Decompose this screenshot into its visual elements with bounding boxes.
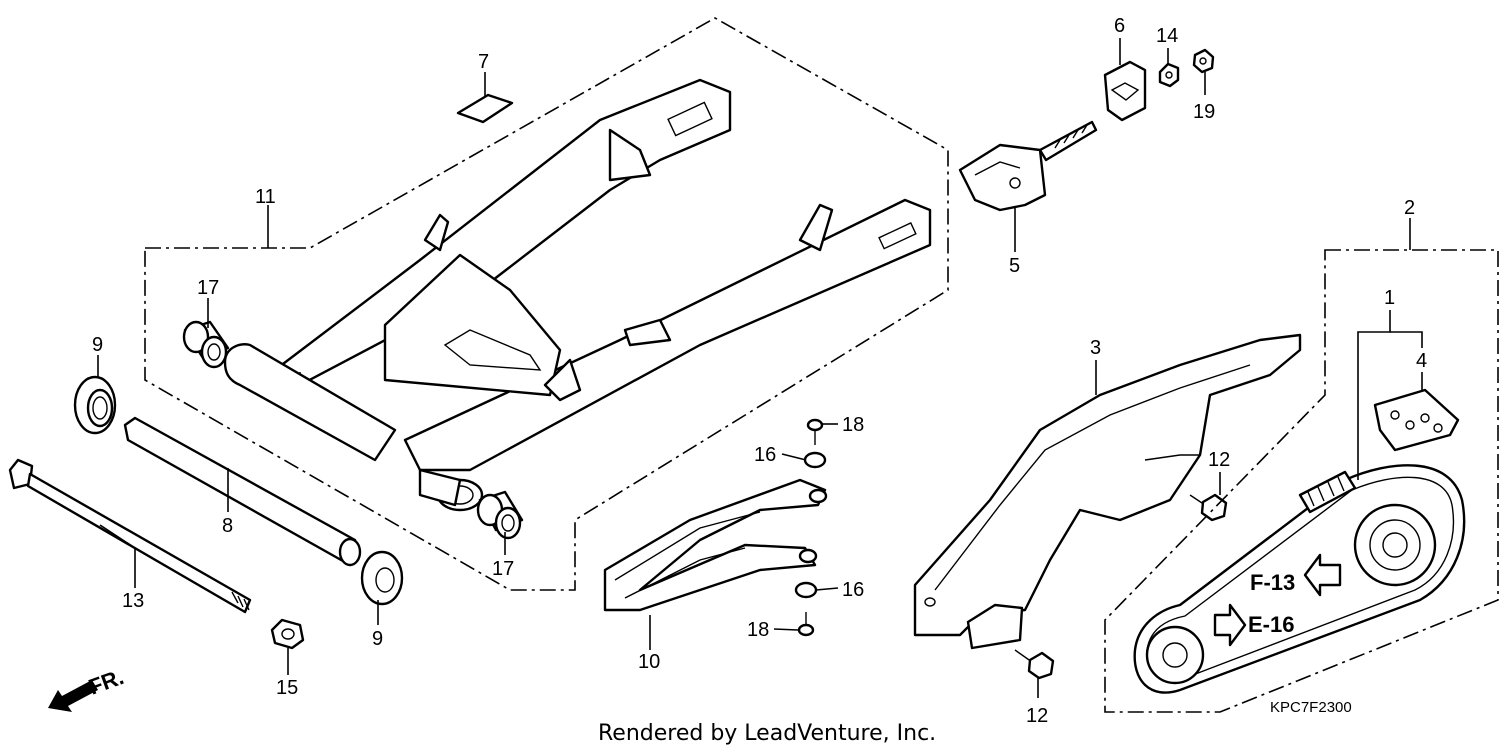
callout-9-right[interactable]: 9 [372, 628, 383, 650]
flange-bolt-lower[interactable] [1014, 649, 1055, 680]
callout-14[interactable]: 14 [1156, 25, 1178, 47]
callout-2[interactable]: 2 [1404, 197, 1415, 219]
flange-nut-15[interactable] [270, 618, 305, 650]
collar-upper[interactable] [803, 451, 827, 469]
ref-e16[interactable]: E-16 [1248, 612, 1294, 637]
swingarm[interactable] [223, 78, 932, 512]
ref-f13[interactable]: F-13 [1250, 570, 1295, 595]
callout-11[interactable]: 11 [255, 186, 276, 208]
tapping-screw-upper[interactable] [806, 418, 824, 445]
callout-19[interactable]: 19 [1193, 101, 1215, 123]
callout-1[interactable]: 1 [1384, 287, 1395, 309]
master-link[interactable] [1373, 388, 1460, 452]
flange-bolt-upper[interactable] [1189, 493, 1228, 522]
callout-16-upper[interactable]: 16 [754, 444, 776, 466]
callout-3[interactable]: 3 [1090, 337, 1101, 359]
label-sticker[interactable] [456, 93, 514, 124]
arrow-f13-icon [1303, 553, 1342, 597]
callout-12-upper[interactable]: 12 [1208, 449, 1230, 471]
nut-19[interactable] [1192, 48, 1215, 74]
callout-7[interactable]: 7 [478, 51, 489, 73]
front-arrow-icon [48, 680, 98, 712]
callout-10[interactable]: 10 [638, 651, 660, 673]
rear-sprocket [1353, 503, 1437, 587]
callout-8[interactable]: 8 [222, 515, 233, 537]
dust-seal-right[interactable] [360, 550, 404, 606]
callout-4[interactable]: 4 [1416, 350, 1427, 372]
leader-lines [97, 38, 1423, 698]
dust-seal-left[interactable] [73, 375, 117, 435]
callout-5[interactable]: 5 [1009, 255, 1020, 277]
callout-9-left[interactable]: 9 [92, 334, 103, 356]
callout-13[interactable]: 13 [122, 590, 144, 612]
chain-adjuster-stopper[interactable] [1103, 60, 1147, 122]
credit-text: Rendered by LeadVenture, Inc. [598, 721, 936, 746]
pivot-bolt[interactable] [8, 458, 252, 614]
callout-6[interactable]: 6 [1114, 15, 1125, 37]
callout-17-lower[interactable]: 17 [492, 558, 514, 580]
needle-bearing-upper[interactable] [182, 320, 230, 369]
callout-16-lower[interactable]: 16 [842, 579, 864, 601]
drive-chain-group-boundary [1104, 249, 1499, 713]
callout-15[interactable]: 15 [276, 677, 298, 699]
front-marker: FR. [85, 664, 127, 700]
needle-bearing-lower[interactable] [476, 490, 524, 540]
arrow-e16-icon [1213, 603, 1247, 647]
diagram-code: KPC7F2300 [1270, 699, 1352, 716]
callout-17-upper[interactable]: 17 [197, 277, 219, 299]
callout-12-lower[interactable]: 12 [1026, 705, 1048, 727]
tapping-screw-lower[interactable] [797, 612, 815, 637]
callout-18-upper[interactable]: 18 [842, 414, 864, 436]
swingarm-group-boundary [144, 17, 949, 591]
drive-chain-cover[interactable] [913, 333, 1302, 650]
collar-lower[interactable] [794, 581, 818, 599]
chain-slider[interactable] [603, 478, 828, 612]
chain-adjuster-plate[interactable] [958, 120, 1098, 212]
front-sprocket [1145, 625, 1205, 685]
nut-14[interactable] [1158, 62, 1180, 88]
pivot-collar[interactable] [123, 416, 362, 567]
callout-18-lower[interactable]: 18 [747, 619, 769, 641]
